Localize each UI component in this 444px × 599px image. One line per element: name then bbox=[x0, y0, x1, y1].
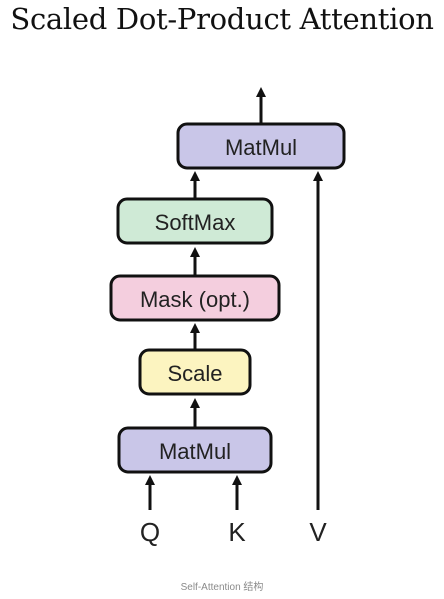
block-scale-box bbox=[138, 348, 252, 396]
block-matmul-top: MatMul bbox=[176, 122, 346, 170]
block-softmax-box bbox=[116, 197, 274, 245]
block-mask-box bbox=[109, 274, 281, 322]
input-v-label: V bbox=[309, 517, 327, 547]
block-softmax: SoftMax bbox=[116, 197, 274, 245]
block-matmul-bottom: MatMul bbox=[117, 426, 273, 474]
input-q-label: Q bbox=[140, 517, 160, 547]
block-softmax-label: SoftMax bbox=[155, 210, 236, 235]
diagram-title: Scaled Dot-Product Attention bbox=[10, 2, 434, 36]
block-matmul-bottom-label: MatMul bbox=[159, 439, 231, 464]
block-mask: Mask (opt.) bbox=[109, 274, 281, 322]
block-scale-label: Scale bbox=[167, 361, 222, 386]
block-matmul-top-label: MatMul bbox=[225, 135, 297, 160]
image-caption: Self-Attention 结构 bbox=[180, 582, 264, 593]
block-matmul-top-box bbox=[176, 122, 346, 170]
block-scale: Scale bbox=[138, 348, 252, 396]
input-k-label: K bbox=[228, 517, 246, 547]
block-matmul-bottom-box bbox=[117, 426, 273, 474]
block-mask-label: Mask (opt.) bbox=[140, 287, 250, 312]
